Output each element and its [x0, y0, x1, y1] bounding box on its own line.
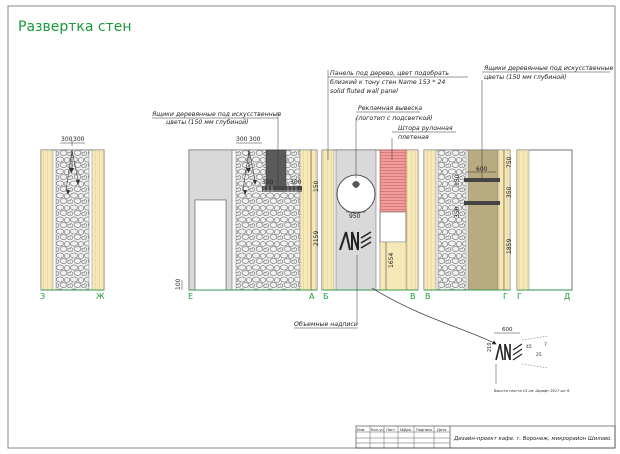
detail-note: Высота текста 15 см. Шрифт 2017 шт 6 — [494, 389, 570, 393]
svg-text:Панель под дерево, цвет подобр: Панель под дерево, цвет подобрать — [330, 69, 449, 77]
dimension-600: 600 — [502, 327, 513, 333]
stamp-header: №Док. — [400, 428, 412, 432]
dimension-25: 25 — [536, 352, 542, 358]
axis-label: А — [309, 292, 315, 301]
axis-label: З — [40, 292, 45, 301]
dimension-7: 7 — [544, 342, 547, 348]
svg-text:Объемные надписи: Объемные надписи — [294, 320, 358, 328]
svg-text:цветы (150 мм глубиной): цветы (150 мм глубиной) — [484, 73, 567, 81]
dimension-150: 150 — [454, 174, 461, 186]
dimension-300: 300 — [262, 179, 274, 186]
wall-elevation-e-a: 300 300 300 300 150 2159 100 Е А — [175, 112, 320, 301]
dimension-300: 300 — [73, 136, 85, 143]
svg-text:(логотип с подсветкой): (логотип с подсветкой) — [356, 115, 433, 122]
svg-text:близкий к тону стен Name 153 *: близкий к тону стен Name 153 * 24 — [330, 78, 445, 86]
stamp-header: Дата — [437, 428, 446, 432]
axis-label: Б — [323, 292, 329, 301]
dimension-950: 950 — [349, 213, 361, 220]
dimension-1859: 1859 — [506, 239, 513, 254]
dimension-300: 300 — [236, 136, 248, 143]
wall-elevation-b-v: 950 1654 Б В — [321, 70, 419, 322]
svg-text:цветы (150 мм глубиной): цветы (150 мм глубиной) — [166, 118, 249, 126]
stamp-header: Лист — [386, 428, 395, 432]
dimension-150: 150 — [313, 180, 320, 192]
dimension-300: 300 — [61, 136, 73, 143]
dimension-350: 350 — [454, 206, 461, 218]
dimension-350: 350 — [506, 186, 513, 198]
svg-text:Штора рулонная: Штора рулонная — [398, 125, 453, 132]
annotation-boxes-right: Ящики деревянные под искусственные цветы… — [482, 65, 614, 81]
wall-elevation-z-zh: 300 300 З Ж — [40, 136, 105, 301]
stamp-header: Подпись — [416, 428, 432, 432]
annotation-sign: Рекламная вывеска (логотип с подсветкой) — [356, 105, 433, 122]
svg-text:Ящики деревянные под искусстве: Ящики деревянные под искусственные — [151, 111, 282, 118]
axis-label: Ж — [96, 292, 105, 301]
stamp-header: Изм. — [357, 428, 365, 432]
annotation-boxes-left: Ящики деревянные под искусственные цветы… — [151, 111, 282, 126]
dimension-45: 45 — [526, 344, 532, 350]
dimension-100: 100 — [175, 278, 182, 290]
axis-label: Д — [564, 292, 570, 301]
letters-detail: 600 210 45 25 7 Высота текста 15 см. Шри… — [487, 327, 570, 393]
annotation-blind: Штора рулонная плетеная — [392, 125, 456, 141]
axis-label: Е — [188, 292, 193, 301]
detail-callout-arrow — [371, 287, 497, 345]
volume-letters — [339, 231, 372, 251]
svg-text:solid fluted wall panel: solid fluted wall panel — [330, 87, 398, 95]
dimension-300: 300 — [249, 136, 261, 143]
annotation-volume-letters: Объемные надписи — [294, 320, 358, 329]
page-title: Развертка стен — [18, 19, 131, 35]
wall-elevation-v-g: 600 150 350 750 350 1859 В Г — [423, 80, 513, 301]
dimension-210: 210 — [487, 342, 493, 352]
axis-label: В — [410, 292, 416, 301]
dimension-2159: 2159 — [313, 231, 320, 246]
stamp-header: Кол.уч. — [371, 428, 385, 432]
title-block: Изм. Кол.уч. Лист №Док. Подпись Дата Диз… — [355, 425, 616, 449]
dimension-750: 750 — [506, 156, 513, 168]
dimension-1654: 1654 — [388, 253, 395, 268]
axis-label: В — [425, 292, 431, 301]
axis-label: Г — [517, 292, 522, 301]
wall-elevation-g-d: Г Д — [516, 149, 573, 301]
svg-text:Рекламная вывеска: Рекламная вывеска — [358, 105, 422, 112]
axis-label: Г — [503, 292, 508, 301]
annotation-wall-panel: Панель под дерево, цвет подобрать близки… — [328, 69, 468, 95]
dimension-300: 300 — [290, 179, 302, 186]
svg-text:Ящики деревянные под искусстве: Ящики деревянные под искусственные — [483, 65, 614, 72]
sheet-frame — [7, 5, 616, 449]
svg-text:плетеная: плетеная — [398, 134, 429, 141]
project-title: Дизайн-проект кафе. г. Воронеж, микрорай… — [453, 436, 612, 442]
